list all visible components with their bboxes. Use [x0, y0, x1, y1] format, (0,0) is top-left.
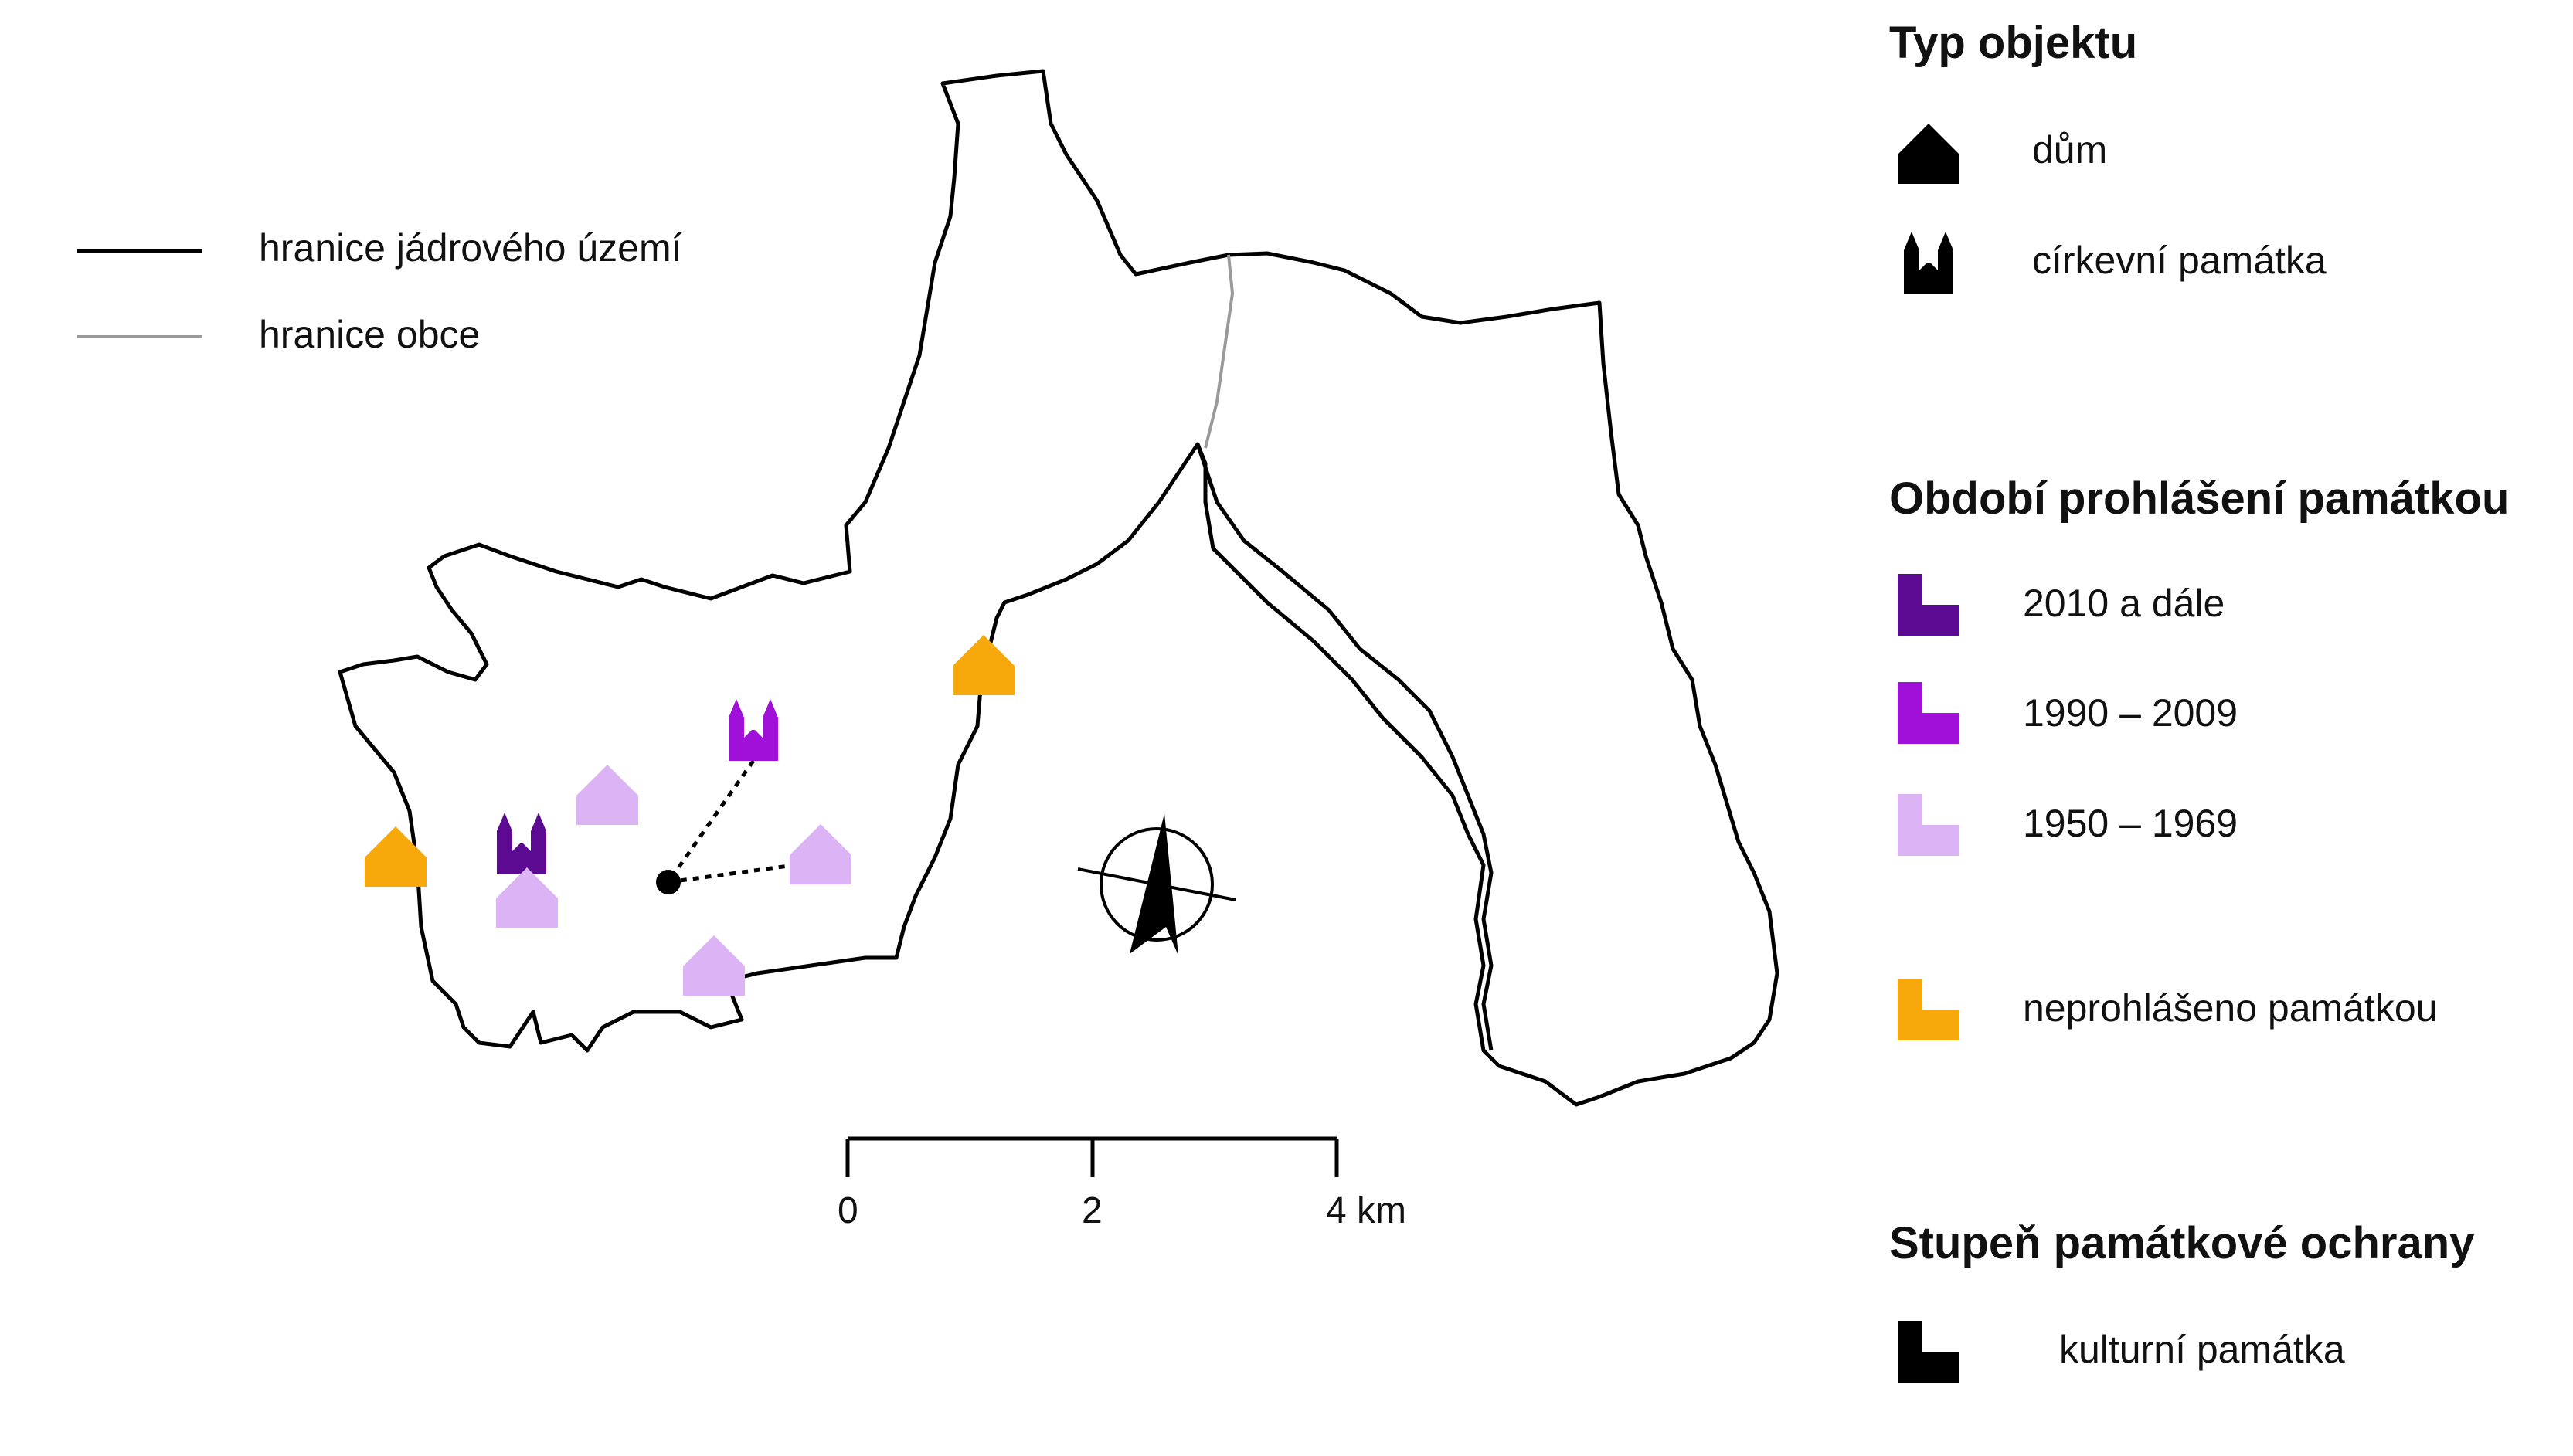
municipality-boundary-label: hranice obce	[259, 313, 481, 356]
legend-church-icon	[1904, 232, 1953, 294]
inner-boundary	[1195, 443, 1494, 1051]
legend-period-1990-icon	[1898, 682, 1959, 744]
legend-monument-icon	[1898, 1321, 1959, 1383]
point-marker	[656, 870, 681, 894]
house-icon	[496, 867, 558, 928]
scale-label-2: 2	[1082, 1190, 1103, 1231]
legend-type-heading: Typ objektu	[1889, 18, 2138, 68]
house-icon	[790, 824, 851, 884]
legend-church-label: církevní památka	[2032, 239, 2327, 282]
north-arrow-icon	[1077, 813, 1236, 955]
house-icon	[953, 635, 1015, 695]
core-boundary-label: hranice jádrového území	[259, 226, 682, 270]
legend-monument-label: kulturní památka	[2059, 1328, 2345, 1371]
church-icon	[497, 813, 546, 874]
church-icon	[729, 699, 778, 761]
legend-house-icon	[1898, 124, 1959, 184]
legend-period-2010-label: 2010 a dále	[2023, 582, 2225, 625]
legend-not-declared-icon	[1898, 979, 1959, 1040]
municipality-boundary	[1204, 254, 1235, 449]
scale-bar	[845, 1136, 1339, 1177]
legend-period-heading: Období prohlášení památkou	[1889, 473, 2510, 524]
legend-period-1950-label: 1950 – 1969	[2023, 802, 2238, 845]
legend-protection-heading: Stupeň památkové ochrany	[1889, 1218, 2475, 1268]
legend-not-declared-label: neprohlášeno památkou	[2023, 986, 2438, 1030]
connector-line	[668, 863, 795, 884]
house-icon	[365, 826, 427, 887]
legend-period-1950-icon	[1898, 794, 1959, 856]
legend-period-2010-icon	[1898, 574, 1959, 636]
legend-house-label: dům	[2032, 128, 2108, 171]
connector-line	[666, 759, 756, 884]
house-icon	[576, 765, 638, 825]
scale-label-0: 0	[838, 1190, 858, 1231]
scale-label-4km: 4 km	[1326, 1190, 1407, 1231]
house-icon	[683, 935, 745, 996]
legend-period-1990-label: 1990 – 2009	[2023, 691, 2238, 735]
